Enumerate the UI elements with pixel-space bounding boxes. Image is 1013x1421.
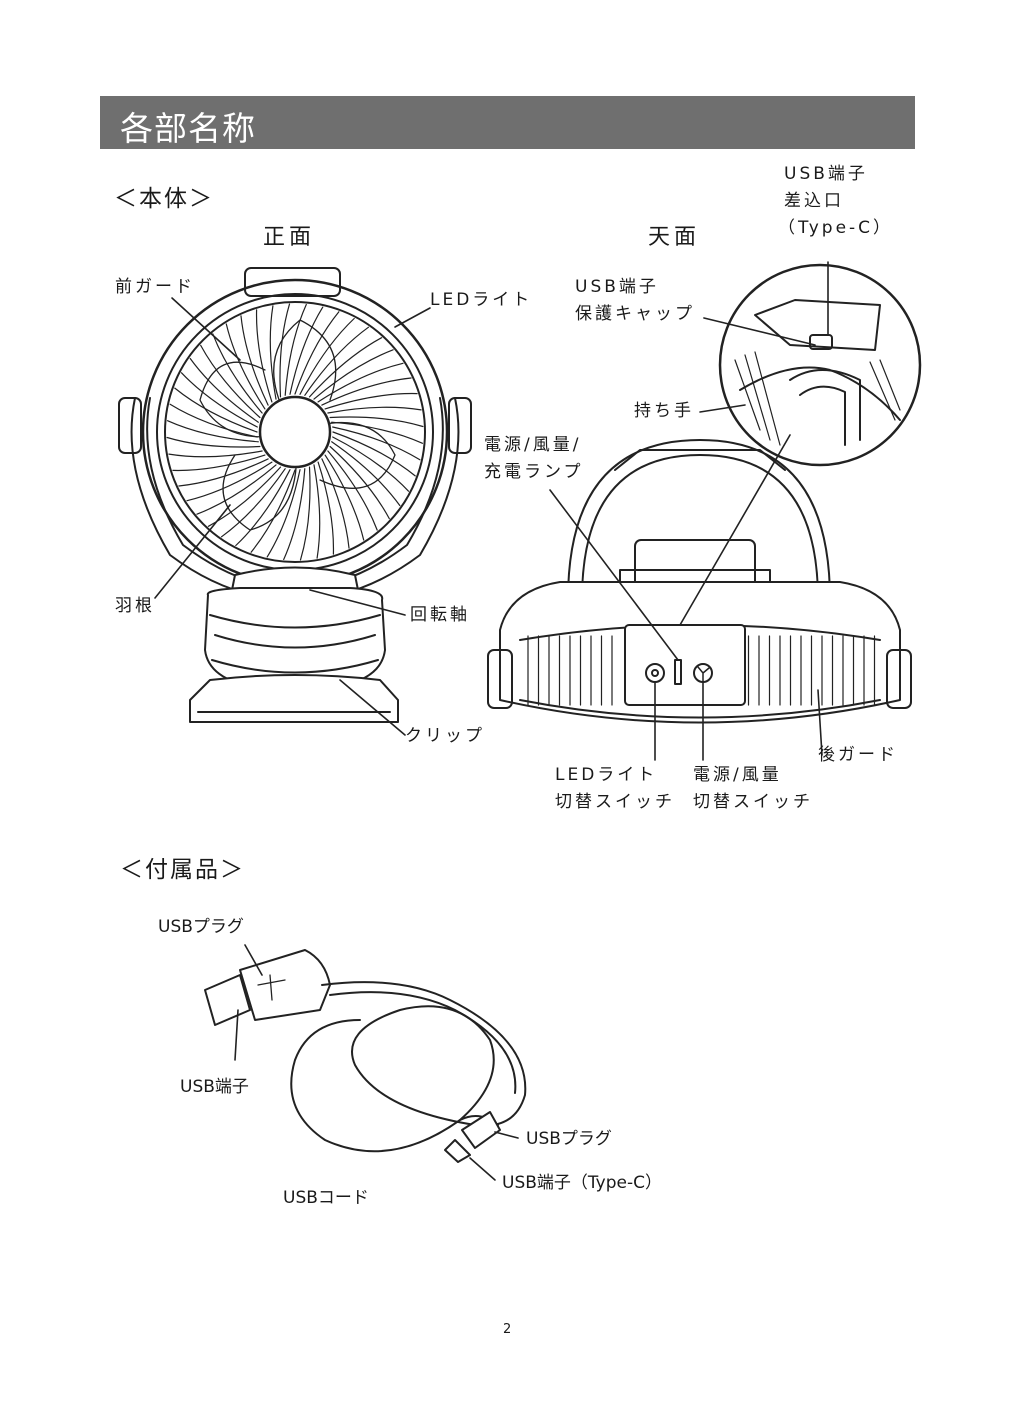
guard-spoke xyxy=(333,437,409,491)
usb-cord-drawing xyxy=(205,945,525,1180)
label-usb-port-a: USB端子 xyxy=(180,1079,249,1096)
guard-spoke xyxy=(301,467,311,560)
page-number: 2 xyxy=(503,1322,511,1337)
zoom-detail xyxy=(720,265,920,465)
section-main-body: ＜本体＞ xyxy=(114,188,214,211)
label-usb-inlet-3: （Type-C） xyxy=(778,220,893,237)
label-led-switch-2: 切替スイッチ xyxy=(555,794,675,811)
guard-spoke xyxy=(187,462,272,501)
label-led-switch-1: LEDライト xyxy=(555,767,657,784)
guard-spoke xyxy=(300,319,354,395)
label-led-light: LEDライト xyxy=(430,292,532,309)
label-usb-inlet-2: 差込口 xyxy=(784,193,844,210)
top-fan-drawing xyxy=(488,440,911,723)
guard-spoke xyxy=(325,394,417,409)
guard-spoke xyxy=(280,304,290,397)
guard-spoke xyxy=(173,455,265,470)
label-blade: 羽根 xyxy=(115,598,155,615)
guard-spoke xyxy=(328,407,421,413)
front-fan-drawing xyxy=(119,268,471,722)
section-accessories: ＜付属品＞ xyxy=(120,859,245,882)
guard-spoke xyxy=(169,451,262,457)
label-power-lamp-2: 充電ランプ xyxy=(484,464,584,481)
label-rotation-axis: 回転軸 xyxy=(410,607,470,624)
label-usb-inlet-1: USB端子 xyxy=(784,166,868,183)
guard-spoke xyxy=(226,324,265,409)
guard-spoke xyxy=(314,465,320,558)
label-handle: 持ち手 xyxy=(634,403,694,420)
view-top-label: 天面 xyxy=(648,227,700,249)
guard-spoke xyxy=(167,438,260,448)
guard-spoke xyxy=(318,462,333,554)
label-rear-guard: 後ガード xyxy=(818,747,898,764)
label-usb-cord: USBコード xyxy=(283,1190,369,1207)
label-usb-port-c: USB端子（Type-C） xyxy=(502,1175,662,1192)
label-usb-cap-1: USB端子 xyxy=(575,279,659,296)
label-clip: クリップ xyxy=(405,728,485,745)
label-power-switch-2: 切替スイッチ xyxy=(693,794,813,811)
guard-spoke xyxy=(182,373,258,427)
guard-spoke xyxy=(325,455,364,540)
view-front-label: 正面 xyxy=(263,227,315,249)
label-power-switch-1: 電源/風量 xyxy=(693,767,782,784)
guard-spoke xyxy=(330,417,423,427)
label-usb-plug-a: USBプラグ xyxy=(158,919,244,936)
label-usb-plug-c: USBプラグ xyxy=(526,1131,612,1148)
guard-spoke xyxy=(236,470,290,546)
label-power-lamp-1: 電源/風量/ xyxy=(484,437,581,454)
label-usb-cap-2: 保護キャップ xyxy=(575,306,695,323)
guard-spoke xyxy=(257,310,272,402)
label-front-guard: 前ガード xyxy=(115,279,195,296)
